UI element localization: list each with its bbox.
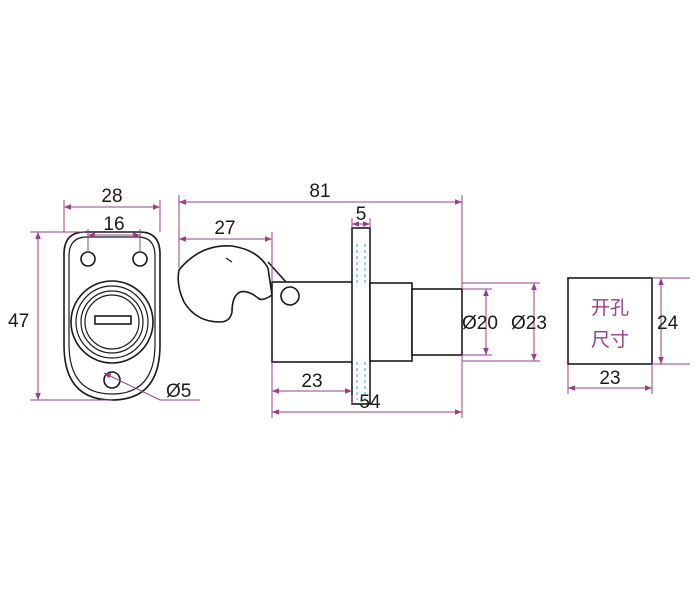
dim-body-length: 54 — [359, 392, 381, 413]
pivot-pin — [280, 286, 300, 306]
cutout-label-line2: 尺寸 — [591, 329, 629, 351]
front-view — [63, 231, 161, 401]
side-view — [177, 227, 463, 405]
dim-front-width: 28 — [101, 186, 122, 207]
side-view-dimensions: 81 27 5 Ø20 Ø23 23 54 — [178, 181, 547, 418]
dim-flange-thickness: 5 — [356, 204, 367, 225]
front-view-dimensions: 28 16 47 Ø5 — [8, 186, 200, 402]
dim-hole-spacing: 16 — [103, 214, 124, 235]
rear-cylinder-large — [369, 282, 413, 362]
dim-overall-length: 81 — [309, 181, 330, 202]
key-slot — [94, 315, 132, 325]
rear-cylinder-small — [411, 288, 463, 356]
hook-latch — [177, 245, 273, 323]
cutout-view: 开孔 尺寸 — [567, 277, 653, 365]
mount-hole-right — [132, 251, 148, 267]
front-plate-inner-outline — [68, 236, 156, 395]
cutout-dimensions: 24 23 — [567, 277, 690, 394]
dim-front-body-length: 23 — [301, 371, 322, 392]
cylinder-ring-3 — [80, 290, 144, 354]
flange-plate — [351, 227, 371, 405]
dim-hook-length: 27 — [214, 218, 235, 239]
cylinder-ring-2 — [75, 285, 149, 359]
dim-cutout-height: 24 — [657, 313, 679, 334]
dim-body-diameter-large: Ø23 — [511, 313, 547, 334]
hook-notch — [225, 257, 233, 263]
body-housing — [271, 281, 356, 363]
cylinder-ring-4 — [84, 294, 140, 350]
hook-bevel — [267, 261, 287, 283]
dim-body-diameter-small: Ø20 — [462, 313, 498, 334]
cutout-label-line1: 开孔 — [591, 297, 629, 319]
dim-cutout-width: 23 — [599, 368, 620, 389]
dim-hole-diameter: Ø5 — [166, 381, 191, 402]
cutout-rectangle — [567, 277, 653, 365]
dim-front-height: 47 — [8, 311, 29, 332]
mount-hole-left — [80, 251, 96, 267]
